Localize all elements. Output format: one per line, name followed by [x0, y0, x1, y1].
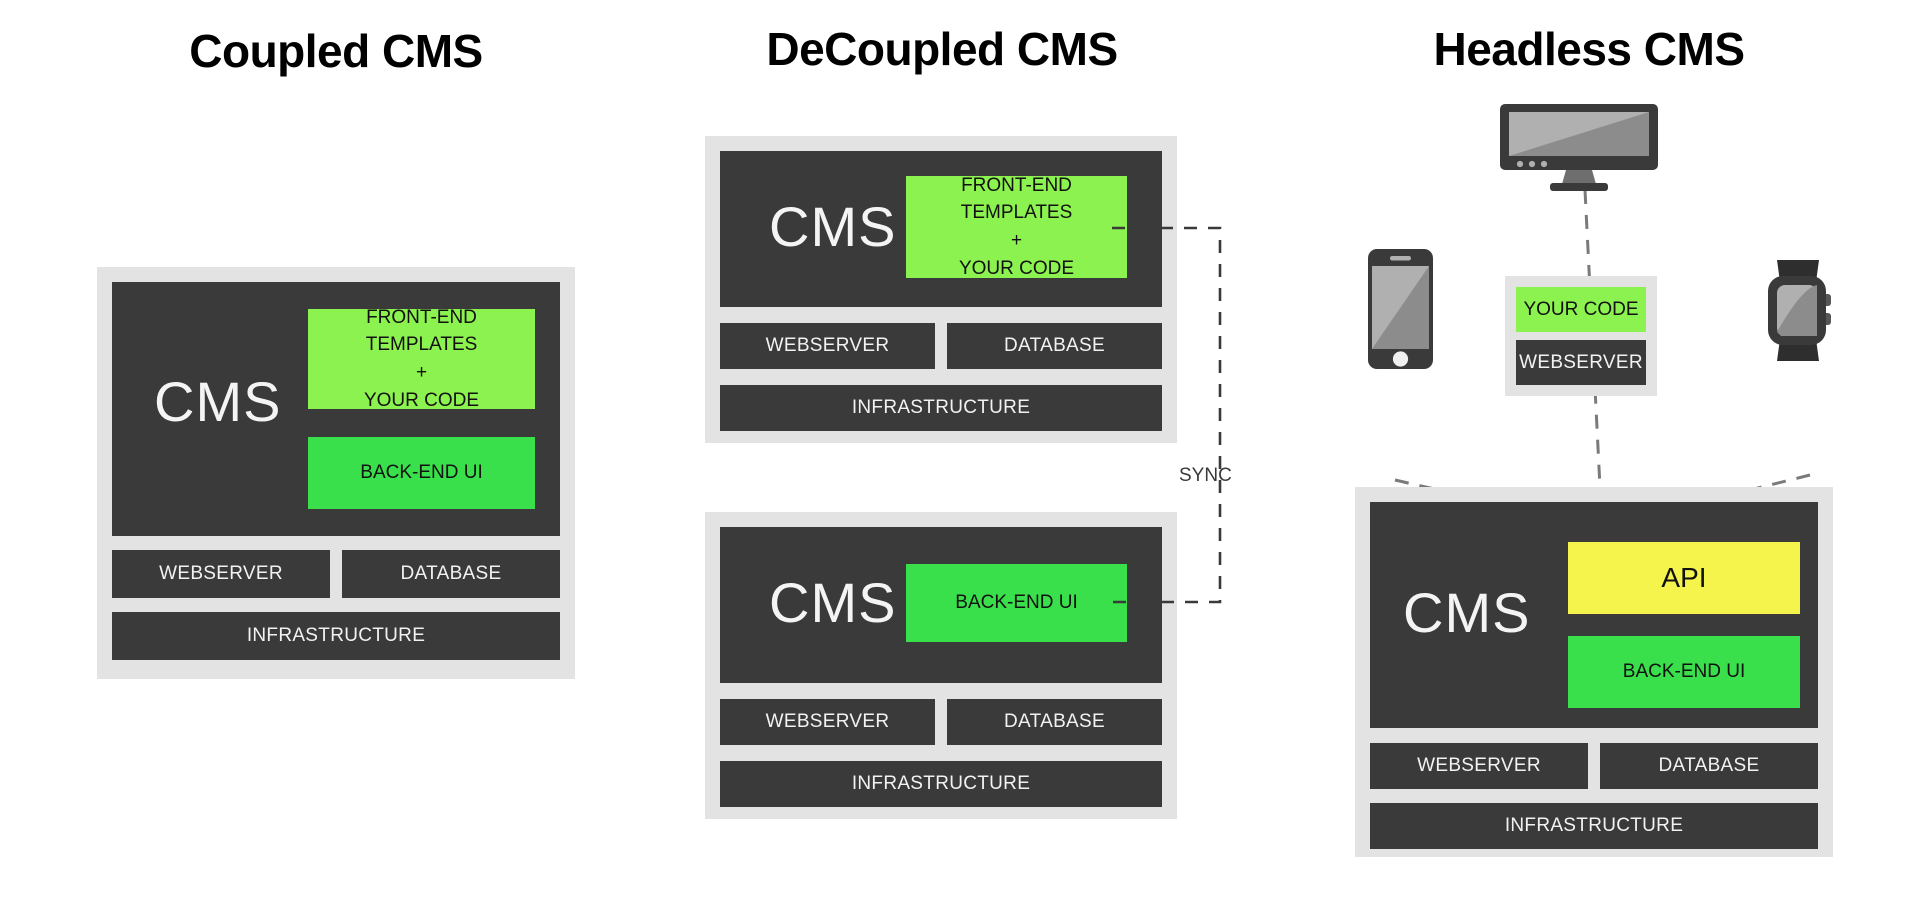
headless-cms-word: CMS	[1403, 581, 1531, 644]
coupled-database-box: DATABASE	[342, 550, 560, 598]
decoupled-bottom-back-end-ui-chip: BACK-END UI	[906, 564, 1127, 642]
decoupled-bottom-database-box: DATABASE	[947, 699, 1162, 745]
headless-cms-card: CMS API BACK-END UI WEBSERVER DATABASE I…	[1355, 487, 1833, 857]
headless-api-chip: API	[1568, 542, 1800, 614]
decoupled-top-front-end-templates-chip: FRONT-END TEMPLATES + YOUR CODE	[906, 175, 1127, 279]
coupled-database-label: DATABASE	[400, 563, 502, 584]
coupled-cms-word: CMS	[154, 370, 282, 433]
decoupled-bottom-cms-word: CMS	[769, 571, 897, 634]
sync-connector	[1112, 226, 1222, 604]
headless-database-box: DATABASE	[1600, 743, 1818, 789]
headless-webserver-label: WEBSERVER	[1417, 755, 1541, 776]
decoupled-bottom-webserver-label: WEBSERVER	[765, 711, 890, 732]
decoupled-top-webserver-box: WEBSERVER	[720, 323, 935, 369]
coupled-webserver-label: WEBSERVER	[159, 563, 283, 584]
headless-infrastructure-box: INFRASTRUCTURE	[1370, 803, 1818, 849]
sync-label: SYNC	[1179, 465, 1232, 486]
decoupled-top-card: CMS FRONT-END TEMPLATES + YOUR CODE WEBS…	[705, 136, 1177, 443]
headless-edge-webserver-box: WEBSERVER	[1516, 340, 1646, 385]
headless-cms-panel: CMS API BACK-END UI	[1370, 502, 1818, 728]
coupled-cms-panel: CMS FRONT-END TEMPLATES + YOUR CODE BACK…	[112, 282, 560, 536]
headless-infrastructure-label: INFRASTRUCTURE	[1504, 815, 1684, 836]
decoupled-top-infrastructure-label: INFRASTRUCTURE	[851, 397, 1031, 418]
coupled-infrastructure-label: INFRASTRUCTURE	[246, 625, 426, 646]
decoupled-top-webserver-label: WEBSERVER	[765, 335, 890, 356]
decoupled-cms-title: DeCoupled CMS	[766, 23, 1118, 75]
headless-cms-title: Headless CMS	[1433, 23, 1745, 75]
coupled-cms-card: CMS FRONT-END TEMPLATES + YOUR CODE BACK…	[97, 267, 575, 679]
headless-webserver-box: WEBSERVER	[1370, 743, 1588, 789]
decoupled-top-cms-panel: CMS FRONT-END TEMPLATES + YOUR CODE	[720, 151, 1162, 307]
decoupled-bottom-webserver-box: WEBSERVER	[720, 699, 935, 745]
decoupled-bottom-infrastructure-box: INFRASTRUCTURE	[720, 761, 1162, 807]
decoupled-top-database-box: DATABASE	[947, 323, 1162, 369]
headless-your-code-chip: YOUR CODE	[1516, 287, 1646, 332]
headless-edge-webserver-label: WEBSERVER	[1519, 351, 1643, 373]
decoupled-bottom-cms-panel: CMS BACK-END UI	[720, 527, 1162, 683]
decoupled-top-cms-word: CMS	[769, 195, 897, 258]
decoupled-top-database-label: DATABASE	[1004, 335, 1105, 356]
coupled-back-end-ui-chip: BACK-END UI	[308, 437, 535, 509]
headless-edge-card: YOUR CODE WEBSERVER	[1505, 276, 1657, 396]
desktop-monitor-icon	[1498, 103, 1660, 193]
coupled-cms-title: Coupled CMS	[189, 25, 483, 77]
headless-back-end-ui-chip: BACK-END UI	[1568, 636, 1800, 708]
smartwatch-icon	[1760, 258, 1838, 363]
headless-database-label: DATABASE	[1658, 755, 1760, 776]
coupled-front-end-templates-chip: FRONT-END TEMPLATES + YOUR CODE	[308, 307, 535, 411]
decoupled-bottom-database-label: DATABASE	[1004, 711, 1105, 732]
decoupled-top-infrastructure-box: INFRASTRUCTURE	[720, 385, 1162, 431]
coupled-webserver-box: WEBSERVER	[112, 550, 330, 598]
smartphone-icon	[1367, 248, 1434, 370]
decoupled-bottom-card: CMS BACK-END UI WEBSERVER DATABASE INFRA…	[705, 512, 1177, 819]
decoupled-bottom-infrastructure-label: INFRASTRUCTURE	[851, 773, 1031, 794]
coupled-infrastructure-box: INFRASTRUCTURE	[112, 612, 560, 660]
